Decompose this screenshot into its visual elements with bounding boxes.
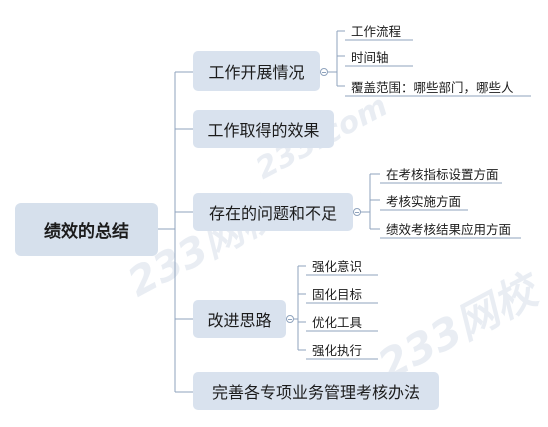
leaf-result-application[interactable]: 绩效考核结果应用方面 (380, 218, 530, 238)
leaf-coverage[interactable]: 覆盖范围：哪些部门，哪些人 (345, 76, 535, 96)
leaf-optimize-tools[interactable]: 优化工具 (306, 311, 386, 331)
branch-improve-methods[interactable]: 完善各专项业务管理考核办法 (193, 372, 439, 410)
branch-label: 改进思路 (207, 311, 272, 330)
leaf-label: 工作流程 (351, 23, 402, 39)
collapse-toggle-icon[interactable] (320, 68, 328, 76)
root-node[interactable]: 绩效的总结 (15, 203, 158, 256)
leaf-label: 时间轴 (351, 49, 389, 65)
root-label: 绩效的总结 (44, 222, 129, 242)
leaf-strengthen-awareness[interactable]: 强化意识 (306, 255, 386, 275)
leaf-label: 优化工具 (312, 314, 363, 330)
branch-label: 完善各专项业务管理考核办法 (211, 383, 420, 402)
leaf-label: 固化目标 (312, 286, 363, 302)
branch-label: 存在的问题和不足 (208, 204, 337, 223)
leaf-assessment-implementation[interactable]: 考核实施方面 (380, 190, 480, 210)
leaf-label: 强化执行 (312, 342, 363, 358)
branch-label: 工作开展情况 (208, 63, 305, 82)
leaf-label: 覆盖范围：哪些部门，哪些人 (351, 79, 514, 95)
leaf-label: 在考核指标设置方面 (386, 166, 499, 182)
collapse-toggle-icon[interactable] (286, 315, 294, 323)
leaf-strengthen-execution[interactable]: 强化执行 (306, 339, 386, 359)
leaf-label: 绩效考核结果应用方面 (386, 221, 512, 237)
branch-work-progress[interactable]: 工作开展情况 (193, 51, 320, 91)
branch-label: 工作取得的效果 (207, 121, 320, 140)
leaf-solidify-goals[interactable]: 固化目标 (306, 283, 386, 303)
leaf-label: 强化意识 (312, 258, 363, 274)
branch-problems[interactable]: 存在的问题和不足 (193, 193, 353, 231)
leaf-indicator-setting[interactable]: 在考核指标设置方面 (380, 163, 510, 183)
leaf-work-process[interactable]: 工作流程 (345, 20, 435, 40)
branch-work-results[interactable]: 工作取得的效果 (193, 110, 334, 148)
leaf-timeline[interactable]: 时间轴 (345, 46, 435, 66)
collapse-toggle-icon[interactable] (353, 208, 361, 216)
branch-improvement[interactable]: 改进思路 (193, 300, 286, 338)
leaf-label: 考核实施方面 (386, 193, 462, 209)
